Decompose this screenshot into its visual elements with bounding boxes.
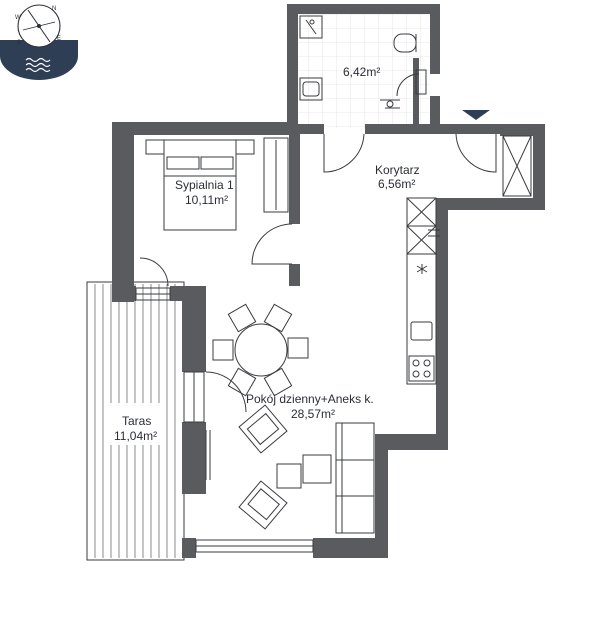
- corridor-area: 6,56m²: [378, 177, 415, 191]
- kitchen: [406, 197, 440, 385]
- living-area: 28,57m²: [291, 407, 335, 421]
- compass-north: N: [52, 6, 56, 12]
- water-waves-icon: [25, 57, 51, 73]
- bedroom-name: Sypialnia 1: [175, 178, 234, 192]
- corridor-name: Korytarz: [375, 163, 420, 177]
- bedroom-furniture: [145, 137, 289, 231]
- entrance-wardrobe: [502, 135, 532, 197]
- walls: [112, 4, 545, 558]
- terrace: [86, 281, 185, 561]
- compass-badge: [0, 40, 78, 80]
- compass-west: W: [15, 15, 21, 21]
- living-furniture: [238, 404, 375, 534]
- entrance-arrow-icon: [462, 110, 490, 120]
- compass-south: S: [17, 40, 21, 46]
- bathroom-floor: [298, 14, 430, 128]
- terrace-name: Taras: [122, 414, 151, 428]
- compass: N E S W: [0, 4, 78, 80]
- bathroom-area: 6,42m²: [343, 65, 380, 79]
- dining-set: [212, 303, 309, 397]
- bedroom-area: 10,11m²: [185, 193, 228, 207]
- living-name: Pokój dzienny+Aneks k.: [246, 392, 374, 406]
- compass-east: E: [57, 36, 61, 42]
- terrace-area: 11,04m²: [114, 429, 157, 443]
- bathroom-fixtures: [299, 15, 427, 109]
- room-labels: 6,42m² Korytarz 6,56m² Sypialnia 1 10,11…: [114, 65, 420, 443]
